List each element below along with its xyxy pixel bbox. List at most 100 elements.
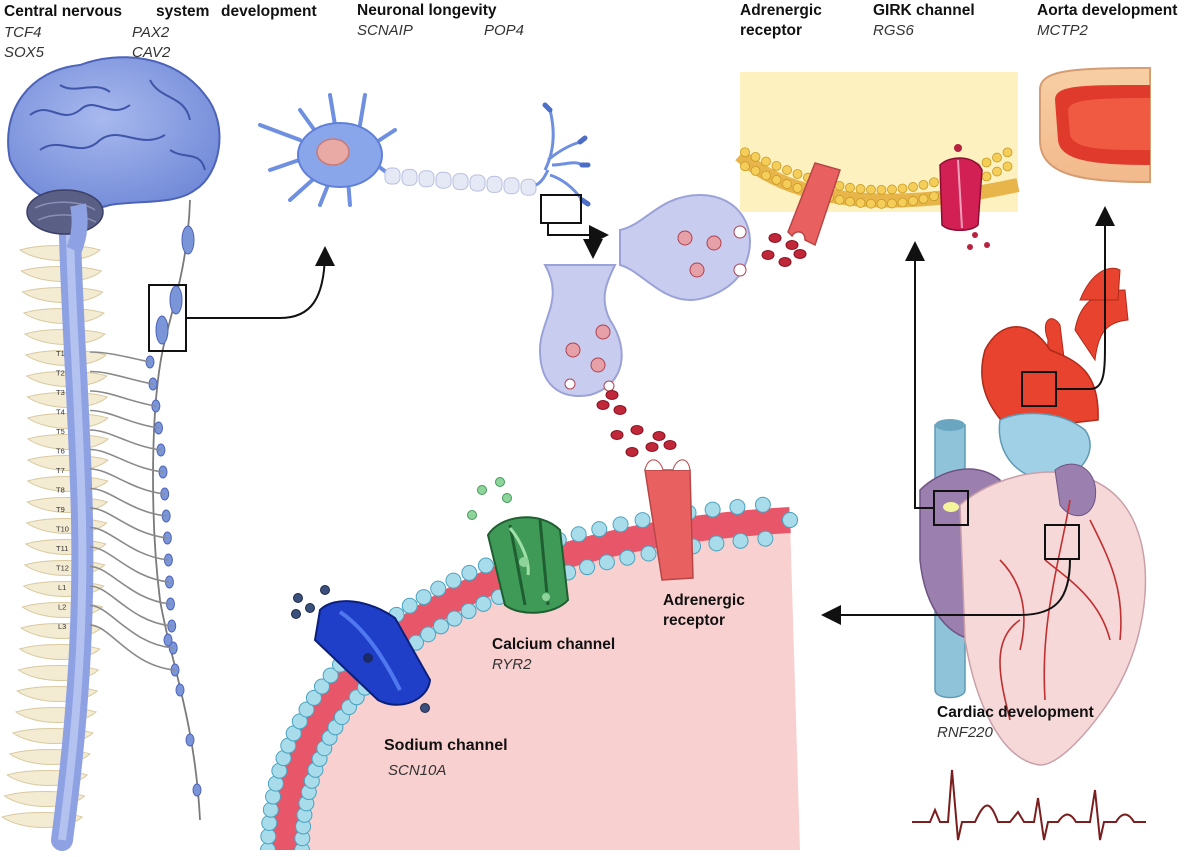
lipid-head <box>992 152 1002 163</box>
lipid-head <box>750 151 761 162</box>
vertebra-label: L2 <box>58 603 66 612</box>
nerve-root <box>89 390 156 407</box>
neurotransmitter <box>785 240 799 250</box>
nerve-root <box>89 604 174 649</box>
girk-gene: RGS6 <box>873 22 914 39</box>
vertebra-label: T8 <box>56 486 65 495</box>
lipid-head <box>305 689 322 706</box>
adrenergic-lower-line2: receptor <box>663 612 726 629</box>
vertebra <box>26 455 109 471</box>
neurotransmitter <box>663 440 677 450</box>
lipid-head <box>570 526 587 543</box>
cns-gene-pax2: PAX2 <box>132 24 170 41</box>
calcium-ion <box>477 485 487 495</box>
sympathetic-ganglion <box>155 315 169 345</box>
adrenergic-upper-line1: Adrenergic <box>740 2 822 19</box>
vertebra-label: T11 <box>56 544 68 553</box>
lipid-head <box>918 179 929 190</box>
lipid-head <box>792 169 803 179</box>
neuron-gene-scnaip: SCNAIP <box>357 22 413 39</box>
neurotransmitter <box>793 249 807 259</box>
lipid-head <box>834 194 845 205</box>
cell-membrane-upper <box>735 72 1020 247</box>
neuron-gene-pop4: POP4 <box>484 22 525 39</box>
nerve-root <box>89 351 151 363</box>
myelin-segment <box>435 171 452 189</box>
lipid-head <box>430 580 447 597</box>
potassium-ion <box>967 244 973 250</box>
arrow-chain-to-neuron <box>186 246 335 319</box>
ecg-trace <box>912 769 1146 841</box>
lipid-head <box>298 701 315 718</box>
lipid-head <box>640 545 657 562</box>
neurotransmitter <box>652 431 666 441</box>
lipid-head <box>782 179 792 189</box>
lipid-head <box>981 171 992 182</box>
lipid-head <box>704 501 721 518</box>
lipid-head <box>876 198 887 209</box>
synaptic-terminal-upper <box>619 193 751 302</box>
myelin-segment <box>418 170 435 188</box>
potassium-ion <box>984 242 990 248</box>
myelin-segment <box>401 168 418 186</box>
vertebra-label: L3 <box>58 622 66 631</box>
synaptic-terminal-lower <box>538 264 623 397</box>
lipid-head <box>740 161 750 172</box>
lipid-head <box>897 197 908 208</box>
vertebra-label: T1 <box>56 349 65 358</box>
calcium-channel <box>486 516 570 614</box>
myelin-segment <box>452 173 469 191</box>
lipid-head <box>401 597 418 614</box>
vertebra-label: T7 <box>56 466 65 475</box>
neurotransmitter <box>596 400 610 410</box>
neurotransmitter <box>610 430 624 440</box>
lipid-head <box>260 828 277 845</box>
nerve-root <box>89 370 154 385</box>
vertebra-label: T9 <box>56 505 65 514</box>
axon-myelin-sheath <box>384 167 550 196</box>
arrow-heart-to-aorta <box>1056 206 1115 390</box>
cns-title-development: development <box>221 3 317 20</box>
lipid-head <box>887 198 897 209</box>
cns-gene-sox5: SOX5 <box>4 44 45 61</box>
lipid-head <box>475 595 492 612</box>
myelin-segment <box>520 178 537 196</box>
sympathetic-ganglion <box>192 783 202 797</box>
myelin-segment <box>384 167 401 185</box>
neurotransmitter <box>761 250 775 260</box>
lipid-head <box>918 193 929 204</box>
sympathetic-ganglion <box>181 225 195 255</box>
lipid-head <box>845 182 855 193</box>
lipid-head <box>876 184 887 195</box>
vertebra-label: T3 <box>56 388 65 397</box>
aorta-gene: MCTP2 <box>1037 22 1088 39</box>
lipid-head <box>313 678 330 695</box>
cns-title-central-nervous: Central nervous <box>4 3 123 20</box>
myelin-segment <box>486 175 503 193</box>
cardiac-gene: RNF220 <box>937 724 993 741</box>
lipid-head <box>579 559 596 576</box>
neurotransmitter-molecules <box>596 232 990 457</box>
nerve-root <box>89 546 170 583</box>
aorta-section <box>1039 66 1151 184</box>
lipid-head <box>929 191 939 202</box>
lipid-head <box>619 549 636 566</box>
neuron-illustration <box>258 93 591 224</box>
calcium-ion <box>495 477 505 487</box>
neurotransmitter <box>625 447 639 457</box>
aorta-title: Aorta development <box>1037 2 1178 19</box>
calcium-ion <box>541 592 551 602</box>
calcium-ion <box>502 493 512 503</box>
lipid-head <box>445 572 462 589</box>
lipid-head <box>708 535 725 552</box>
lipid-head <box>261 814 278 831</box>
calcium-title: Calcium channel <box>492 636 616 653</box>
potassium-ion <box>972 232 978 238</box>
nerve-root <box>89 526 169 561</box>
lipid-head <box>992 166 1002 177</box>
lipid-head <box>866 198 876 209</box>
vertebra-label: T4 <box>56 408 65 417</box>
